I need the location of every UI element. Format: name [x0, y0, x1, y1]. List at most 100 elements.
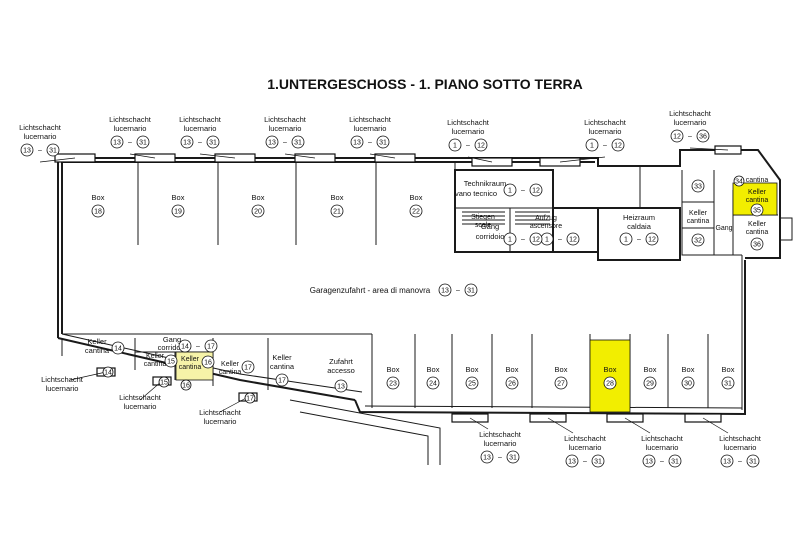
core-corridor-range-dash: – [521, 237, 525, 244]
left-lightshaft-17-number: 17 [246, 396, 254, 403]
cellar-35: 35 [753, 208, 761, 215]
bottom-lightshaft-1-range-from-circle [480, 450, 494, 464]
top-lightshaft-7-label-it: lucernario [589, 127, 622, 136]
left-lightshaft-17-label: Lichtschacht [199, 408, 242, 417]
technikraum-range-dash: – [521, 188, 525, 195]
box-21-number: 21 [333, 209, 341, 216]
cellar-17: 17 [278, 378, 286, 385]
left-lightshaft-17-number-circle [244, 392, 256, 404]
left-corridor-range-to: 17 [207, 344, 215, 351]
top-lightshaft-1-leader [39, 157, 76, 163]
bottom-lightshaft-3-range-from: 13 [645, 459, 653, 466]
box-24-number: 24 [429, 381, 437, 388]
top-lightshaft-4-label-it: lucernario [269, 124, 302, 133]
bottom-lightshaft-2-range-to: 31 [594, 459, 602, 466]
heizraum-range-from: 1 [624, 237, 628, 244]
box-26-number-circle [505, 376, 519, 390]
top-lightshaft-4-label: Lichtschacht [264, 115, 307, 124]
top-lightshaft-2-range-dash: – [128, 140, 132, 147]
top-lightshaft-3-leader [199, 153, 236, 159]
top-lightshaft-8-label: Lichtschacht [669, 109, 712, 118]
cellar-32-label: Keller [689, 210, 708, 217]
garage-access-range-from-circle [438, 283, 452, 297]
cellar-14: 14 [114, 346, 122, 353]
cellar-17-label-it: cantina [270, 362, 295, 371]
top-lightshaft-7-range-to-circle [611, 138, 625, 152]
garage-access-range-to: 31 [467, 288, 475, 295]
heizraum-range-dash: – [637, 237, 641, 244]
top-lightshaft-2-range-to-circle [136, 135, 150, 149]
cellar-16-label: Keller [181, 356, 200, 363]
lift-label: Aufzug [535, 215, 557, 222]
cellar-17-circle [275, 373, 289, 387]
bottom-lightshaft-1-leader [469, 417, 489, 430]
box-20-number: 20 [254, 209, 262, 216]
cellar-16-label-it: cantina [179, 364, 202, 371]
left-corridor-range-from-circle [178, 339, 192, 353]
top-lightshaft-1-label: Lichtschacht [19, 123, 62, 132]
right-corridor-label: Gang [715, 225, 732, 232]
cellar-15-label: Keller [146, 353, 165, 360]
box-25-label: Box [466, 365, 479, 374]
top-lightshaft-8-range-to-circle [696, 129, 710, 143]
core-corridor-range-to: 12 [532, 237, 540, 244]
stairs-label: Stiegen [471, 214, 495, 221]
box-27-number-circle [554, 376, 568, 390]
top-lightshaft-3-range-from: 13 [183, 140, 191, 147]
top-lightshaft-3-range-to: 31 [209, 140, 217, 147]
bottom-lightshaft-1-range-to: 31 [509, 455, 517, 462]
top-lightshaft-7-range-from-circle [585, 138, 599, 152]
driveway-number: 13 [337, 384, 345, 391]
bottom-lightshaft-4-leader [702, 417, 729, 434]
lift-range-from: 1 [545, 237, 549, 244]
bottom-lightshaft-1-range-dash: – [498, 455, 502, 462]
cellar-15-label-it: cantina [144, 361, 167, 368]
box-29-label: Box [644, 365, 657, 374]
top-lightshaft-5-range-from-circle [350, 135, 364, 149]
technikraum-range-to-circle [529, 183, 543, 197]
top-lightshaft-6-label-it: lucernario [452, 127, 485, 136]
left-lightshaft-15-label: Lichtschacht [119, 393, 162, 402]
left-corridor-label-it: corridoio [158, 343, 187, 352]
bottom-lightshaft-2-range-dash: – [583, 459, 587, 466]
top-lightshaft-1-range-to-circle [46, 143, 60, 157]
top-lightshaft-5-range-from: 13 [353, 140, 361, 147]
box-19-number: 19 [174, 209, 182, 216]
cellar-17a-circle [241, 360, 255, 374]
garage-access-range-dash: – [456, 288, 460, 295]
bottom-lightshaft-4-range-from-circle [720, 454, 734, 468]
cellar-36-circle [750, 237, 764, 251]
core-corridor-range-to-circle [529, 232, 543, 246]
technikraum-label-it: vano tecnico [455, 189, 497, 198]
bottom-lightshaft-1-label-it: lucernario [484, 439, 517, 448]
lift-label-it: ascensore [530, 223, 562, 230]
top-lightshaft-8-range-from-circle [670, 129, 684, 143]
box-30-label: Box [682, 365, 695, 374]
heizraum-label-it: caldaia [627, 222, 652, 231]
box-22-label: Box [410, 193, 423, 202]
cellar-17-label: Keller [272, 353, 292, 362]
box-23-number: 23 [389, 381, 397, 388]
top-lightshaft-6-range-from: 1 [453, 143, 457, 150]
box-31-number-circle [721, 376, 735, 390]
heizraum-label: Heizraum [623, 213, 655, 222]
box-24-number-circle [426, 376, 440, 390]
cellar-35-label-it: cantina [746, 197, 769, 204]
box-21-label: Box [331, 193, 344, 202]
top-lightshaft-6-range-dash: – [466, 143, 470, 150]
bottom-lightshaft-3-range-dash: – [660, 459, 664, 466]
bottom-box-dividers [371, 334, 709, 413]
cellar-32-label-it: cantina [687, 218, 710, 225]
box-28-number: 28 [606, 381, 614, 388]
garage-access-label: Garagenzufahrt - area di manovra [310, 286, 431, 295]
cellar-34-label-it: cantina [746, 177, 769, 184]
box-20-number-circle [251, 204, 265, 218]
garage-access-range-to-circle [464, 283, 478, 297]
box-18-number: 18 [94, 209, 102, 216]
box-26-number: 26 [508, 381, 516, 388]
box-22-number: 22 [412, 209, 420, 216]
box-31-number: 31 [724, 381, 732, 388]
box-18-label: Box [92, 193, 105, 202]
bottom-lightshaft-4-range-to: 31 [749, 459, 757, 466]
